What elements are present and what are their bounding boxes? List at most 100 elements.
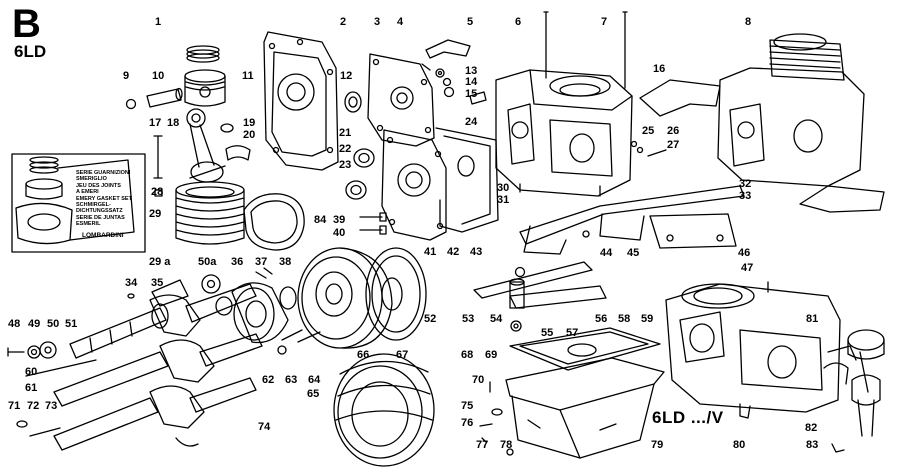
- pump-cover-drawing: [381, 129, 447, 241]
- part-callout: 1: [155, 16, 162, 28]
- part-callout: 24: [465, 116, 478, 128]
- part-callout: 43: [470, 246, 483, 258]
- part-callout: 3: [374, 16, 381, 28]
- ring-gear-drawing: [365, 247, 427, 341]
- part-callout: 45: [627, 247, 640, 259]
- part-callout: 15: [465, 88, 478, 100]
- part-callout: 72: [27, 400, 40, 412]
- part-callout: 56: [595, 313, 608, 325]
- flywheel-hub-drawing: [215, 282, 289, 344]
- kit-caption-line: SERIE GUARNIZIONI: [76, 170, 131, 176]
- part-callout: 71: [8, 400, 21, 412]
- crankshaft-middle-drawing: [25, 333, 263, 407]
- piston-drawing: [184, 69, 226, 107]
- part-callout: 57: [566, 327, 579, 339]
- part-callout: 9: [123, 70, 130, 82]
- piston-pin-drawing: [146, 88, 182, 108]
- part-callout: 34: [125, 277, 138, 289]
- part-callout: 55: [541, 327, 554, 339]
- part-callout: 81: [806, 313, 819, 325]
- part-callout: 29: [149, 208, 162, 220]
- part-callout: 58: [618, 313, 631, 325]
- kit-brand: LOMBARDINI: [82, 232, 124, 239]
- part-callout: 44: [600, 247, 613, 259]
- part-callout: 12: [340, 70, 353, 82]
- part-callout: 29 a: [149, 256, 171, 268]
- part-callout: 78: [500, 439, 513, 451]
- part-callout: 7: [601, 16, 608, 28]
- part-callout: 41: [424, 246, 437, 258]
- part-callout: 76: [461, 417, 474, 429]
- part-callout: 26: [667, 125, 680, 137]
- kit-caption-line: ESMERIL: [76, 221, 101, 228]
- kit-caption-line: SERIE DE JUNTAS: [76, 214, 125, 221]
- part-callout: 37: [255, 256, 268, 268]
- piston-rings-drawing: [186, 45, 220, 63]
- part-callout: 60: [25, 366, 38, 378]
- part-callout: 6: [515, 16, 522, 28]
- part-callout: 10: [152, 70, 165, 82]
- part-callout: 20: [243, 129, 256, 141]
- part-callout: 80: [733, 439, 746, 451]
- crankcase-drawing: [495, 69, 633, 197]
- part-callout: 52: [424, 313, 437, 325]
- kit-caption-line: SMERIGLIO: [76, 176, 107, 183]
- part-callout: 13: [465, 65, 478, 77]
- part-callout: 50: [47, 318, 60, 330]
- part-callout: 28: [151, 186, 164, 198]
- part-callout: 64: [308, 374, 321, 386]
- part-callout: 84: [314, 214, 327, 226]
- part-callout: 62: [262, 374, 275, 386]
- kit-caption-line: JEU DES JOINTS: [76, 182, 121, 189]
- crankshaft-upper-drawing: [69, 283, 257, 359]
- part-callout: 51: [65, 318, 78, 330]
- part-callout: 31: [497, 194, 510, 206]
- part-callout: 38: [279, 256, 292, 268]
- part-callout: 33: [739, 190, 752, 202]
- variant-label: 6LD .../V: [652, 408, 724, 427]
- part-callout: 70: [472, 374, 485, 386]
- part-callout: 61: [25, 382, 38, 394]
- part-callout: 69: [485, 349, 498, 361]
- part-callout: 39: [333, 214, 346, 226]
- part-callout: 32: [739, 178, 752, 190]
- engine-model: 6LD: [14, 42, 47, 61]
- crankshaft-lower-drawing: [16, 377, 257, 451]
- part-callout: 46: [738, 247, 751, 259]
- part-callout: 65: [307, 388, 320, 400]
- part-callout: 4: [397, 16, 404, 28]
- cylinder-block-v-drawing: [665, 281, 841, 419]
- part-callout: 17: [149, 117, 162, 129]
- part-callout: 18: [167, 117, 180, 129]
- part-callout: 5: [467, 16, 474, 28]
- part-callout: 14: [465, 76, 478, 88]
- part-callout: 50a: [198, 256, 217, 268]
- section-letter: B: [12, 2, 41, 46]
- part-callout: 73: [45, 400, 58, 412]
- part-callout: 16: [653, 63, 666, 75]
- part-callout: 35: [151, 277, 164, 289]
- part-callout: 79: [651, 439, 664, 451]
- flywheel-drawing: [297, 247, 393, 349]
- part-callout: 83: [806, 439, 819, 451]
- part-callout: 53: [462, 313, 475, 325]
- connecting-rod-drawing: [186, 108, 226, 183]
- part-callout: 47: [741, 262, 754, 274]
- kit-caption-line: A EMERI: [76, 189, 99, 196]
- circlip-drawing: [125, 98, 137, 110]
- part-callout: 23: [339, 159, 352, 171]
- part-callout: 21: [339, 127, 352, 139]
- oil-sump-drawing: [505, 327, 665, 459]
- kit-caption-line: SCHMIRGEL-: [76, 202, 111, 208]
- part-callout: 25: [642, 125, 655, 137]
- nut-83-drawing: [831, 443, 845, 453]
- cylinder-drawing: [175, 181, 245, 245]
- part-callout: 75: [461, 400, 474, 412]
- part-callout: 2: [340, 16, 347, 28]
- part-callout: 54: [490, 313, 503, 325]
- part-callout: 68: [461, 349, 474, 361]
- starter-ring-drawing: [333, 353, 435, 467]
- part-callout: 48: [8, 318, 21, 330]
- part-callout: 42: [447, 246, 460, 258]
